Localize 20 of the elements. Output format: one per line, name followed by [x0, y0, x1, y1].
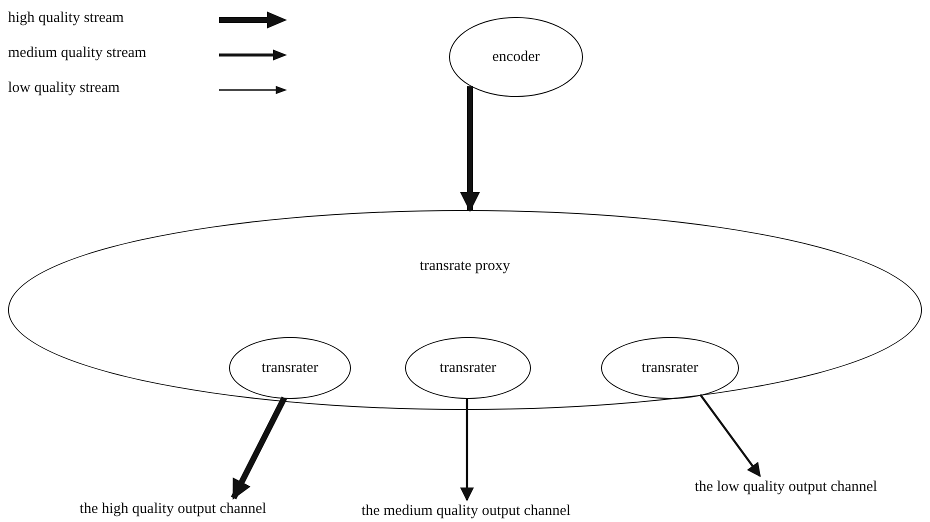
ellipse-node	[8, 210, 922, 410]
legend-label: low quality stream	[8, 80, 120, 97]
output-channel-label: the medium quality output channel	[350, 500, 582, 522]
ellipse-node	[449, 17, 583, 97]
output-channel-label: the high quality output channel	[60, 498, 286, 520]
ellipse-node	[405, 337, 531, 399]
arrow	[460, 398, 474, 502]
ellipse-node	[229, 337, 351, 399]
node-label: transrater	[642, 360, 698, 376]
node-label: transrate proxy	[420, 258, 510, 275]
node-label: encoder	[492, 48, 540, 66]
arrow	[230, 396, 287, 500]
node-label: transrater	[440, 360, 496, 376]
legend-label: high quality stream	[8, 10, 124, 27]
output-channel-label: the low quality output channel	[650, 476, 922, 498]
legend-label: medium quality stream	[8, 45, 146, 62]
arrow	[460, 86, 480, 212]
ellipse-node	[601, 337, 739, 399]
arrow	[699, 394, 761, 478]
node-label: transrater	[262, 360, 318, 376]
